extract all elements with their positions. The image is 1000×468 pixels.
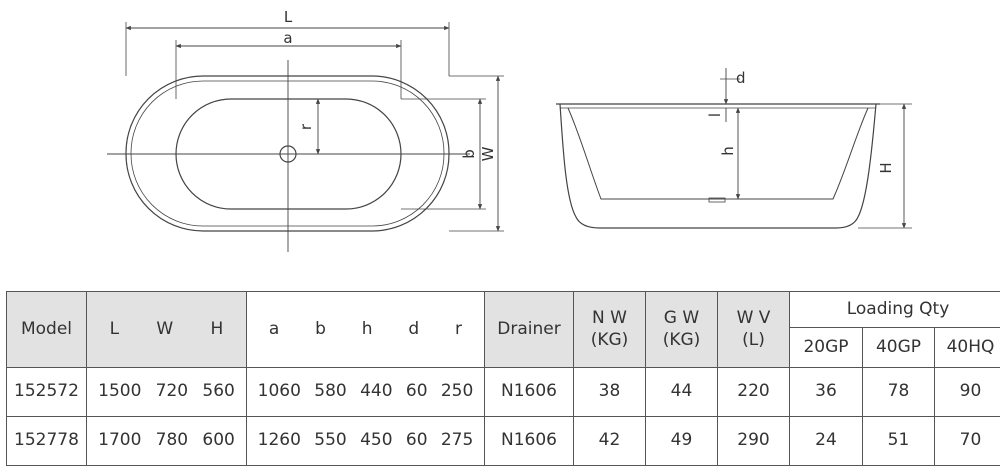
cell-W: 720: [155, 381, 189, 402]
outer-rim-inner-edge: [130, 80, 445, 227]
header-20gp: 20GP: [789, 327, 863, 368]
header-drainer: Drainer: [484, 291, 574, 368]
cell-gw: 49: [645, 416, 718, 466]
outer-body: [559, 103, 877, 229]
header-nw-line1: N W: [592, 308, 627, 329]
cell-40hq: 90: [934, 367, 1000, 417]
header-wv-line2: (L): [742, 329, 765, 350]
cell-dims: 1500 720 560: [86, 367, 247, 417]
header-40gp: 40GP: [862, 327, 935, 368]
cell-H: 560: [202, 381, 235, 402]
header-model-label: Model: [20, 318, 73, 339]
cell-r: 250: [440, 381, 474, 402]
cell-b: 580: [314, 381, 347, 402]
header-gw-line2: (KG): [662, 329, 701, 350]
header-inner: a b h d r: [246, 291, 485, 368]
header-wv-line1: W V: [736, 308, 771, 329]
cell-inner: 1060 580 440 60 250: [246, 367, 485, 417]
header-dimensions: L W H: [86, 291, 247, 368]
cell-r: 275: [440, 430, 474, 451]
cell-a: 1060: [257, 381, 301, 402]
cell-L: 1700: [98, 430, 142, 451]
inner-basin: [567, 107, 869, 200]
label-r: r: [297, 123, 315, 130]
cell-h: 440: [360, 381, 393, 402]
cell-W: 780: [155, 430, 189, 451]
header-loading-qty-label: Loading Qty: [846, 298, 950, 319]
cell-H: 600: [202, 430, 235, 451]
label-H: H: [877, 162, 895, 173]
table-row: 152778 1700 780 600 1260 550 450 60 275 …: [6, 416, 1000, 466]
header-drainer-label: Drainer: [497, 318, 561, 339]
cell-wv: 290: [717, 416, 790, 466]
cell-drainer: N1606: [484, 416, 574, 466]
header-W: W: [156, 318, 174, 339]
cell-b: 550: [314, 430, 347, 451]
header-model: Model: [6, 291, 87, 368]
outer-rim: [125, 75, 450, 232]
label-l: l: [706, 113, 724, 117]
header-b: b: [315, 318, 326, 339]
header-H: H: [210, 318, 224, 339]
header-40hq: 40HQ: [934, 327, 1000, 368]
cell-L: 1500: [98, 381, 142, 402]
cell-model: 152778: [6, 416, 87, 466]
label-L: L: [284, 8, 293, 26]
header-loading-qty: Loading Qty: [789, 291, 1000, 328]
header-a: a: [268, 318, 280, 339]
cell-h: 450: [360, 430, 393, 451]
label-d: d: [736, 69, 746, 87]
header-h: h: [361, 318, 373, 339]
header-gw: G W(KG): [645, 291, 718, 368]
cell-40gp: 78: [862, 367, 935, 417]
spec-table: Model L W H a b h d r Drainer N W(KG) G …: [6, 291, 1000, 466]
cell-40gp: 51: [862, 416, 935, 466]
header-nw: N W(KG): [573, 291, 646, 368]
cell-20gp: 24: [789, 416, 863, 466]
cell-a: 1260: [257, 430, 301, 451]
header-nw-line2: (KG): [590, 329, 629, 350]
top-view: [107, 22, 504, 252]
header-wv: W V(L): [717, 291, 790, 368]
cell-wv: 220: [717, 367, 790, 417]
cell-nw: 38: [573, 367, 646, 417]
header-d: d: [408, 318, 420, 339]
table-row: 152572 1500 720 560 1060 580 440 60 250 …: [6, 367, 1000, 417]
header-r: r: [455, 318, 463, 339]
cell-drainer: N1606: [484, 367, 574, 417]
label-b: b: [460, 149, 478, 159]
header-gw-line1: G W: [663, 308, 700, 329]
bathtub-drawing: L a r b W d l h H: [107, 8, 912, 252]
label-W: W: [479, 146, 497, 161]
header-L: L: [109, 318, 120, 339]
cell-gw: 44: [645, 367, 718, 417]
side-view: [556, 68, 912, 229]
cell-d: 60: [405, 381, 428, 402]
cell-inner: 1260 550 450 60 275: [246, 416, 485, 466]
cell-model: 152572: [6, 367, 87, 417]
label-a: a: [283, 29, 292, 47]
cell-40hq: 70: [934, 416, 1000, 466]
cell-20gp: 36: [789, 367, 863, 417]
cell-dims: 1700 780 600: [86, 416, 247, 466]
cell-d: 60: [405, 430, 428, 451]
cell-nw: 42: [573, 416, 646, 466]
label-h: h: [719, 146, 737, 156]
